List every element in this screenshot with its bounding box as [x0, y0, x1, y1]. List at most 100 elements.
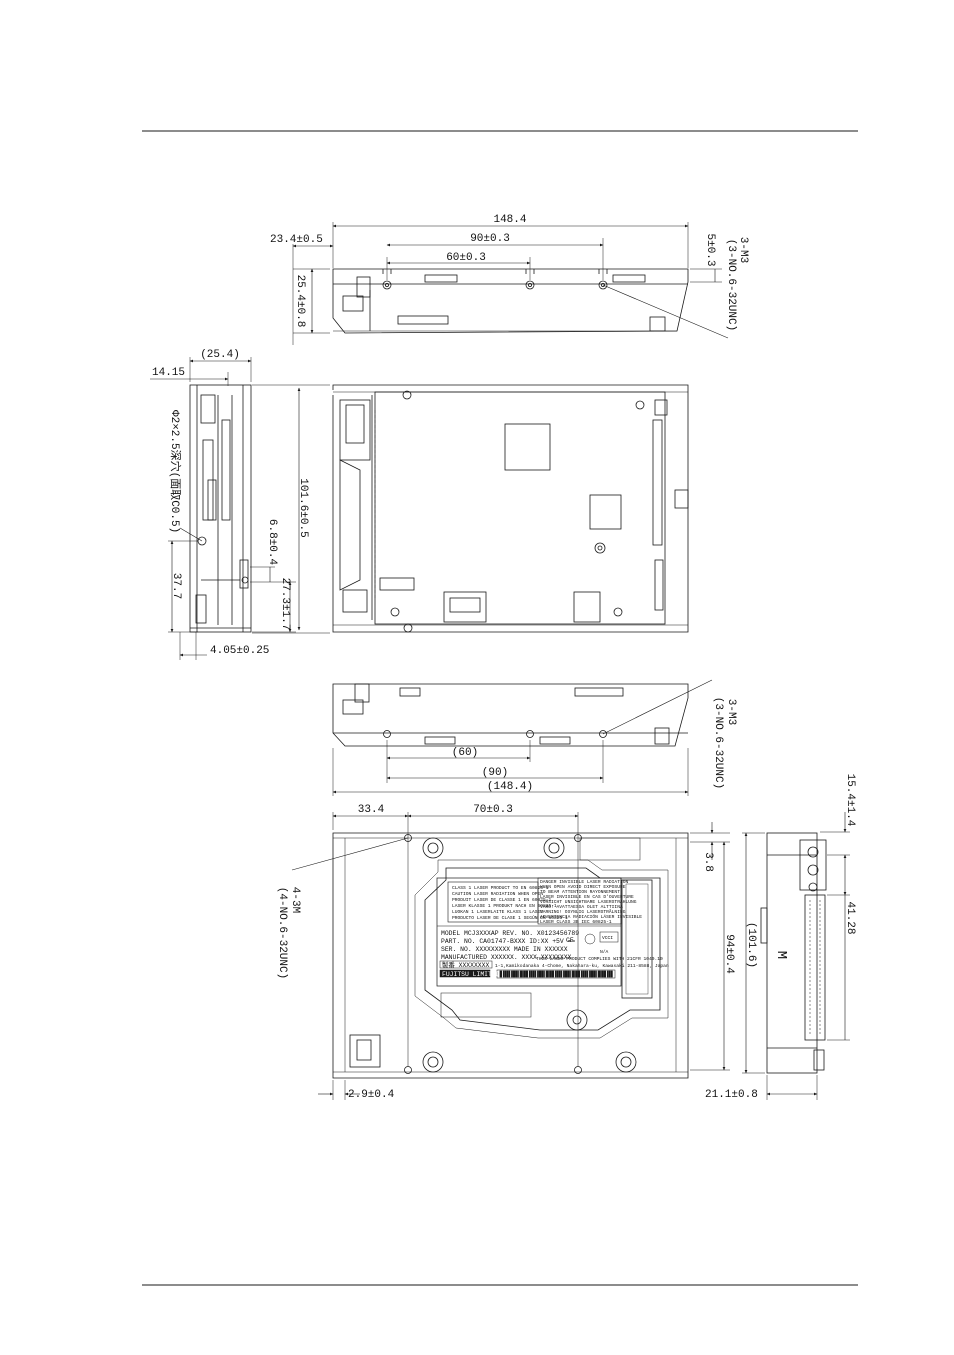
barcode-bar	[575, 970, 578, 978]
dim-70: 70±0.3	[473, 804, 513, 816]
barcode-bar	[554, 970, 557, 978]
svg-text:VARNING! OSYNLIG LASERSTRÅLNIN: VARNING! OSYNLIG LASERSTRÅLNING	[540, 908, 626, 915]
dim-15-4: 15.4±1.4	[844, 774, 856, 827]
hole-note: Φ2×2.5深穴(面取C0.5)	[168, 410, 183, 533]
callout-3m3-bottom-2: (3-NO.6-32UNC)	[712, 697, 724, 789]
svg-text:LASER CLASS 3B IEC 60825-1: LASER CLASS 3B IEC 60825-1	[540, 919, 612, 925]
rear-marker-m: M	[773, 951, 789, 959]
barcode-bar	[569, 970, 571, 978]
label-brand: FUJITSU LIMITED	[442, 971, 500, 978]
dim-23-4: 23.4±0.5	[270, 234, 323, 246]
barcode-bar	[580, 970, 583, 978]
barcode-bar	[551, 970, 555, 978]
dim-148-4-top: 148.4	[493, 214, 526, 226]
dim-3-8: 3.8	[702, 852, 714, 872]
barcode-bar	[506, 970, 509, 978]
callout-3m3-bottom-1: 3-M3	[725, 699, 737, 725]
svg-text:CLASS 1 LASER PRODUCT TO EN 60: CLASS 1 LASER PRODUCT TO EN 60825-1	[452, 885, 549, 891]
barcode-bar	[577, 970, 581, 978]
dim-60-bottom: (60)	[452, 747, 478, 759]
label-nc: N/A	[600, 949, 609, 955]
dim-25-4-side: (25.4)	[200, 349, 240, 361]
barcode-bar	[499, 970, 503, 978]
barcode-bar	[548, 970, 550, 978]
dim-25-4-top: 25.4±0.8	[294, 275, 306, 328]
dim-4-05: 4.05±0.25	[210, 645, 269, 657]
barcode-bar	[571, 970, 575, 978]
side-view	[150, 357, 330, 660]
barcode-bar	[582, 970, 585, 978]
barcode-bar	[586, 970, 589, 978]
svg-text:TO BEAM ATTENTION RAYONNEMENT: TO BEAM ATTENTION RAYONNEMENT	[540, 889, 620, 895]
barcode-bar	[601, 970, 604, 978]
barcode-bar	[532, 970, 535, 978]
barcode-bar	[522, 970, 524, 978]
top-view	[292, 222, 729, 345]
dim-148-4-bottom: (148.4)	[487, 781, 533, 793]
barcode-bar	[523, 970, 526, 978]
barcode-bar	[574, 970, 576, 978]
barcode-bar	[545, 970, 549, 978]
svg-text:ADVERTENCIA RADIACIÓN LÁSER IN: ADVERTENCIA RADIACIÓN LÁSER INVISIBLE	[540, 913, 642, 920]
barcode-bar	[549, 970, 552, 978]
svg-text:PRODUIT LASER DE CLASSE 1 EN 6: PRODUIT LASER DE CLASSE 1 EN 60825-1	[452, 897, 551, 903]
dim-60-top: 60±0.3	[446, 252, 486, 264]
dim-5-top: 5±0.3	[704, 233, 716, 266]
svg-text:WHEN OPEN AVOID DIRECT EXPOSUR: WHEN OPEN AVOID DIRECT EXPOSURE	[540, 884, 626, 890]
dim-101-6-rear: (101.6)	[745, 922, 757, 968]
label-ser: SER. NO. XXXXXXXXX MADE IN XXXXXX	[441, 946, 568, 953]
barcode-bar	[600, 970, 602, 978]
plan-view	[332, 384, 689, 633]
barcode-bar	[603, 970, 607, 978]
barcode-bar	[556, 970, 559, 978]
barcode-bar	[560, 970, 563, 978]
dim-90-bottom: (90)	[482, 767, 508, 779]
barcode-bar	[537, 970, 539, 978]
label-part: PART. NO. CA01747-BXXX ID:XX +5V ==	[441, 938, 575, 945]
barcode-bar	[606, 970, 609, 978]
label-jp: 製番 XXXXXXXX	[442, 960, 489, 969]
dim-14-15: 14.15	[152, 367, 185, 379]
dim-27-3: 27.3±1.7	[279, 578, 291, 631]
barcode-bar	[530, 970, 533, 978]
barcode-bar	[589, 970, 591, 978]
rear-view	[742, 812, 850, 1100]
svg-text:VORSICHT UNSICHTBARE LASERSTRA: VORSICHT UNSICHTBARE LASERSTRAHLUNG	[540, 899, 637, 905]
barcode-bar	[504, 970, 507, 978]
barcode-bar	[563, 970, 565, 978]
svg-text:VARO! AVATTAESSA OLET ALTTIINA: VARO! AVATTAESSA OLET ALTTIINA	[540, 904, 623, 910]
barcode-bar	[597, 970, 601, 978]
dim-37-7: 37.7	[170, 573, 182, 599]
barcode-bar	[543, 970, 545, 978]
dim-41-28: 41.28	[844, 901, 856, 934]
svg-text:PRODUCTO LASER DE CLASE 1 SEGÚ: PRODUCTO LASER DE CLASE 1 SEGÚN EN 60825…	[452, 914, 568, 921]
svg-text:LASER INVISIBLE EN CAS D'OUVER: LASER INVISIBLE EN CAS D'OUVERTURE	[540, 894, 634, 900]
barcode-bar	[567, 970, 570, 978]
barcode-bar	[610, 970, 613, 978]
dim-90-top: 90±0.3	[470, 233, 510, 245]
svg-text:LUOKAN 1 LASERLAITE KLASS 1 L: LUOKAN 1 LASERLAITE KLASS 1 LASER	[452, 909, 543, 915]
barcode-bar	[525, 970, 529, 978]
barcode-bar	[565, 970, 568, 978]
barcode-bar	[558, 970, 561, 978]
label-compliance: THIS LASER PRODUCT COMPLIES WITH 21CFR 1…	[536, 956, 663, 962]
label-mfd: MANUFACTURED XXXXXX. XXXX XXXXXXXX	[441, 954, 572, 961]
dim-94: 94±0.4	[723, 934, 735, 974]
barcode-bar	[595, 970, 597, 978]
dim-21-1: 21.1±0.8	[705, 1089, 758, 1101]
label-barcode	[499, 970, 613, 978]
barcode-bar	[511, 970, 513, 978]
label-model: MODEL MCJ3XXXAP REV. NO. X0123456789	[441, 930, 579, 937]
barcode-bar	[591, 970, 594, 978]
dim-2-9: 2.9±0.4	[348, 1089, 395, 1101]
bottom-side-view	[332, 679, 713, 796]
dim-101-6-side: 101.6±0.5	[297, 478, 309, 537]
callout-4-3m-1: 4-3M	[289, 887, 301, 913]
svg-text:CAUTION LASER RADIATION WHEN O: CAUTION LASER RADIATION WHEN OPEN	[452, 891, 543, 897]
label-address: 1-1,Kamikodanaka 4-Chome, Nakahara-ku, K…	[495, 963, 669, 969]
barcode-bar	[519, 970, 523, 978]
callout-4-3m-2: (4-NO.6-32UNC)	[276, 887, 288, 979]
dim-33-4: 33.4	[358, 804, 385, 816]
barcode-bar	[517, 970, 519, 978]
